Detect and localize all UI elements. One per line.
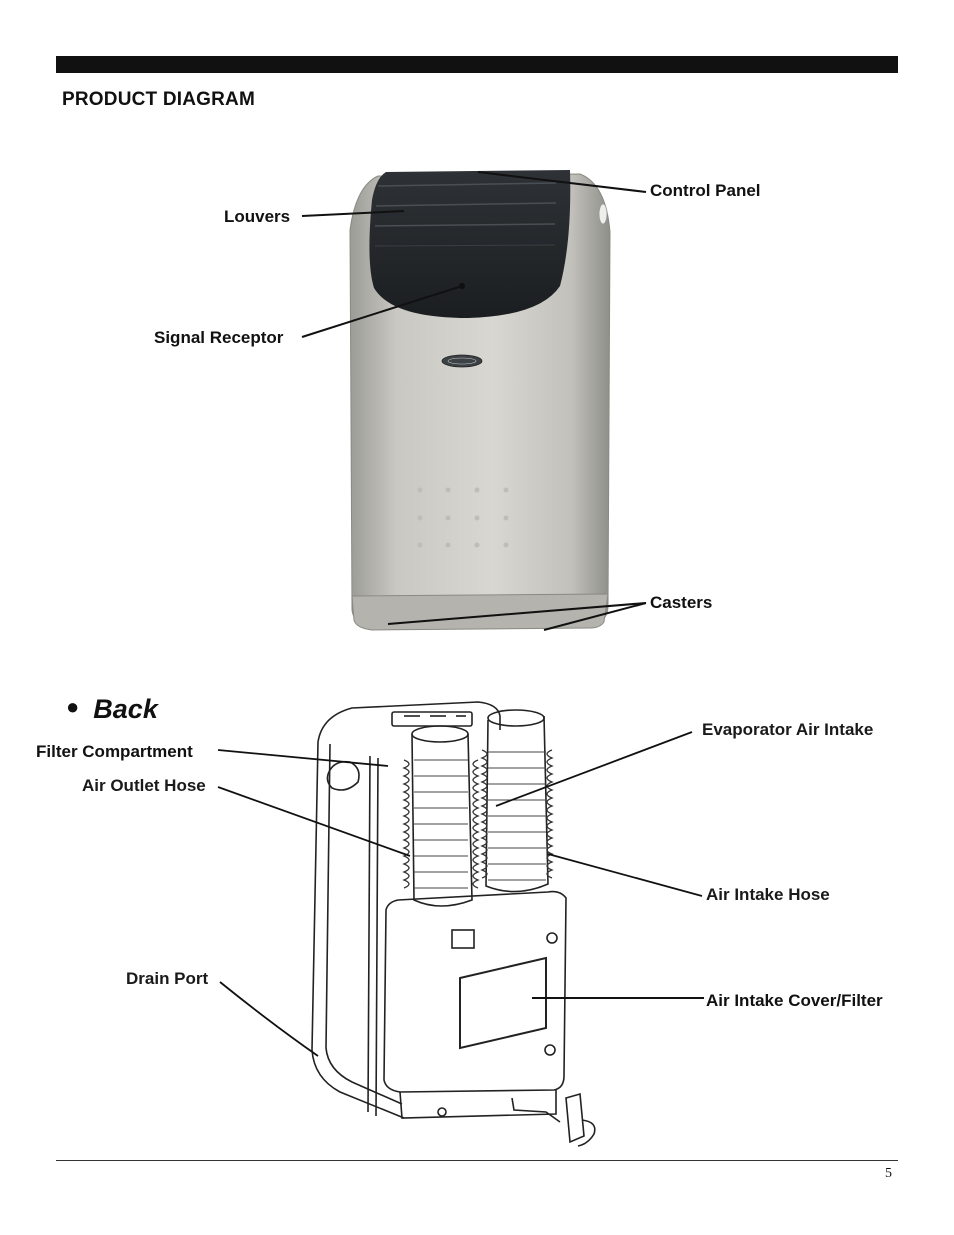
label-signal-receptor: Signal Receptor xyxy=(154,328,284,347)
back-heading: ● Back xyxy=(66,694,158,725)
header-bar xyxy=(56,56,898,73)
hose-ribs xyxy=(414,751,546,889)
back-unit xyxy=(311,701,596,1147)
label-air-outlet-hose: Air Outlet Hose xyxy=(82,776,206,795)
label-drain-port: Drain Port xyxy=(126,969,209,988)
label-evaporator-air-intake: Evaporator Air Intake xyxy=(702,720,874,739)
front-unit xyxy=(349,170,611,631)
back-heading-text: Back xyxy=(93,694,158,724)
page-title: PRODUCT DIAGRAM xyxy=(62,89,255,110)
label-louvers: Louvers xyxy=(224,207,291,226)
bullet-icon: ● xyxy=(66,694,80,719)
brand-logo xyxy=(441,354,483,368)
label-control-panel: Control Panel xyxy=(650,181,761,200)
footer-rule xyxy=(56,1160,898,1161)
page-number: 5 xyxy=(885,1166,892,1181)
label-air-intake-hose: Air Intake Hose xyxy=(706,885,830,904)
label-casters: Casters xyxy=(650,593,713,612)
hose-corrugations xyxy=(402,749,554,889)
front-leader-lines xyxy=(301,171,647,631)
label-air-intake-cover-filter: Air Intake Cover/Filter xyxy=(706,991,883,1010)
back-leader-lines xyxy=(217,731,704,1057)
label-filter-compartment: Filter Compartment xyxy=(36,742,193,761)
